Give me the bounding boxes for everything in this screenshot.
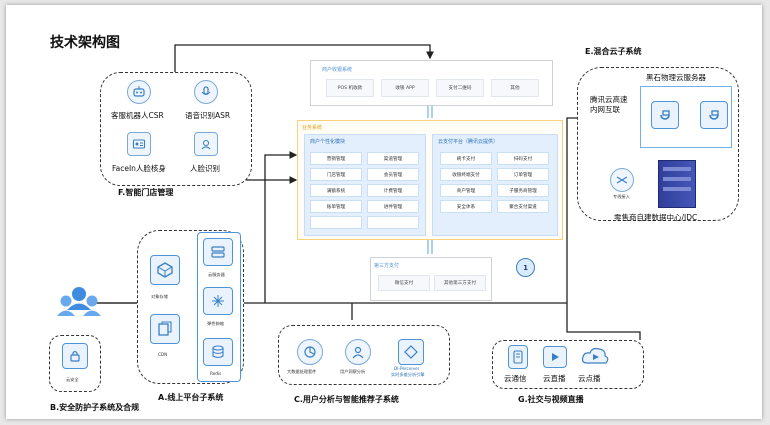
personal-item-4: 满额系统 (310, 184, 362, 197)
personal-item-3: 会员管理 (367, 168, 419, 181)
personal-item-1: 渠道管理 (367, 152, 419, 165)
subsystem-a-title: A.线上平台子系统 (158, 393, 224, 402)
step-badge-number: 1 (523, 263, 528, 272)
redis-icon (203, 338, 233, 366)
face-scan-icon (194, 132, 218, 156)
di-perceiver-icon (398, 339, 424, 365)
live-play-icon (543, 346, 567, 368)
cdn-icon (150, 314, 180, 344)
object-storage-label: 对象存储 (151, 294, 168, 299)
subsystem-c-title: C.用户分析与智能推荐子系统 (294, 395, 399, 404)
pay-item-4: 商户管理 (440, 184, 492, 197)
microphone-icon (194, 80, 218, 104)
third-party-item-0: 微信支付 (378, 275, 430, 291)
personal-item-8 (310, 216, 362, 229)
cdn-label: CDN (158, 352, 168, 357)
business-system-title: 业务系统 (302, 125, 323, 131)
personal-item-5: 计费管理 (367, 184, 419, 197)
subsystem-e-title: E.混合云子系统 (585, 47, 642, 56)
id-card-icon (127, 132, 151, 156)
personal-item-2: 门店管理 (310, 168, 362, 181)
dedicated-line-label: 专线接入 (613, 194, 630, 199)
pay-item-0: 刷卡支付 (440, 152, 492, 165)
subsystem-g-title: G.社交与视频直播 (518, 395, 584, 404)
cloud-security-label: 云安全 (66, 377, 79, 382)
pay-item-2: 收银终端支付 (440, 168, 492, 181)
phone-icon (508, 345, 528, 369)
cloud-pay-title: 云支付平台（腾讯云提供） (438, 139, 499, 145)
asr-label: 语音识别ASR (185, 111, 231, 120)
idc-label: 零售商自建数据中心/IDC (614, 213, 698, 222)
blackstone-server-label: 黑石物理云服务器 (646, 73, 706, 82)
subsystem-f-box (100, 72, 252, 186)
merchant-receiving-title: 商户收银系统 (322, 67, 353, 73)
personalized-module-title: 商户个性化模块 (310, 139, 346, 145)
third-party-item-1: 其他第三方支付 (434, 275, 486, 291)
vod-cloud-icon (580, 345, 610, 367)
users-cluster-icon (56, 283, 102, 323)
subsystem-f-title: F.智能门店管理 (118, 188, 174, 197)
personal-item-6: 账单管理 (310, 200, 362, 213)
step-badge: 1 (516, 258, 535, 277)
pay-item-6: 安全体系 (440, 200, 492, 213)
personal-item-0: 营销管理 (310, 152, 362, 165)
pay-item-7: 聚合支付渠道 (497, 200, 549, 213)
merchant-item-3: 其他 (491, 79, 539, 97)
elastic-scaling-icon (203, 287, 233, 315)
di-perceiver-label: DI-Perceiver (394, 366, 420, 371)
cloud-live-label: 云直播 (543, 374, 566, 383)
merchant-item-2: 支付二维码 (436, 79, 484, 97)
csr-label: 客服机器人CSR (111, 111, 164, 120)
bigdata-label: 大数据处理套件 (287, 369, 317, 374)
robot-icon (127, 80, 151, 104)
user-insight-label: 用户洞察分析 (340, 369, 366, 374)
cloud-messaging-label: 云通信 (504, 374, 527, 383)
third-party-pay-title: 第三方支付 (374, 263, 400, 269)
subsystem-b-title: B.安全防护子系统及合规 (50, 403, 140, 412)
cloud-vod-label: 云点播 (578, 374, 601, 383)
tencent-intranet-label-line2: 内网互联 (590, 105, 620, 114)
cloud-server-icon (203, 238, 233, 266)
cloud-server-label: 云服务器 (208, 272, 225, 277)
page-title: 技术架构图 (50, 35, 120, 51)
merchant-item-0: POS 机收款 (326, 79, 374, 97)
user-insight-icon (345, 339, 371, 365)
bigdata-icon (297, 339, 323, 365)
tencent-intranet-label-line1: 腾讯云高速 (590, 95, 628, 104)
pay-item-3: 订单管理 (497, 168, 549, 181)
personal-item-7: 进件管理 (367, 200, 419, 213)
redis-label: Redis (210, 371, 222, 376)
faceid-label: FaceIn人脸核身 (112, 164, 166, 173)
pay-item-5: 子服务商管理 (497, 184, 549, 197)
face-recognition-label: 人脸识别 (190, 164, 220, 173)
merchant-item-1: 收银 APP (381, 79, 429, 97)
object-storage-icon (150, 255, 180, 285)
lock-icon (62, 343, 88, 369)
personal-item-9 (367, 216, 419, 229)
datacenter-server-icon (658, 160, 696, 208)
di-perceiver-sublabel: 实时多维分析引擎 (391, 372, 425, 377)
dedicated-line-icon (610, 168, 634, 192)
server-chip-icon (651, 101, 679, 129)
elastic-scaling-label: 弹性伸缩 (207, 321, 224, 326)
pay-item-1: 扫码支付 (497, 152, 549, 165)
server-chip-icon-2 (700, 101, 728, 129)
